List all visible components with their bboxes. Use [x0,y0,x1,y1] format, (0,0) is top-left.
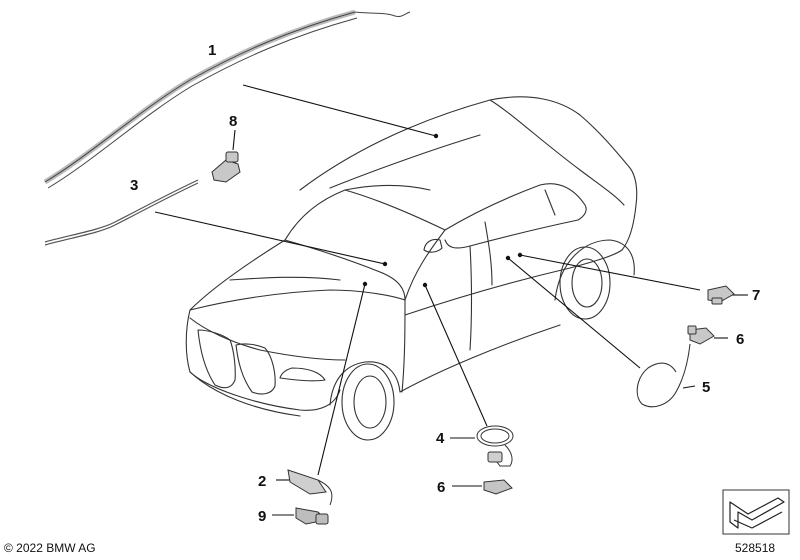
sensor-part-8 [211,151,241,183]
cable-part [44,179,199,246]
callout-1: 1 [208,42,216,59]
callout-8: 8 [229,113,237,130]
callout-9: 9 [258,508,266,525]
sensor-part-6a [687,325,715,345]
arrow-corner-icon [722,489,790,535]
sensor-part-4 [476,425,514,467]
connector-part-6b [483,479,513,495]
curtain-airbag-part [43,9,411,189]
leader-line-5-label [682,385,696,389]
callout-6-lower: 6 [437,479,445,496]
leader-lines [154,84,748,516]
leader-line-2 [317,283,366,476]
callout-4: 4 [436,430,445,447]
sensor-part-2 [287,469,333,506]
connector-part-9 [295,507,329,525]
leader-line-7 [519,254,701,291]
sensor-part-7 [707,285,735,305]
leader-line-3 [154,211,386,265]
leader-line-8 [232,129,236,151]
callout-5: 5 [702,379,710,396]
leader-line-4 [424,284,488,427]
vehicle-outline [185,96,638,441]
diagram-number: 528518 [735,541,776,555]
callout-2: 2 [258,473,266,490]
copyright-text: © 2022 BMW AG [4,541,96,555]
cable-loop-part-5 [636,343,691,408]
leader-line-1 [242,84,437,137]
leader-dots [362,133,523,288]
callout-6-upper: 6 [736,331,744,348]
leader-line-5 [507,257,641,369]
callout-3: 3 [130,177,138,194]
callout-7: 7 [752,287,760,304]
callout-labels: 1 3 8 2 9 4 6 5 6 7 [130,42,760,525]
